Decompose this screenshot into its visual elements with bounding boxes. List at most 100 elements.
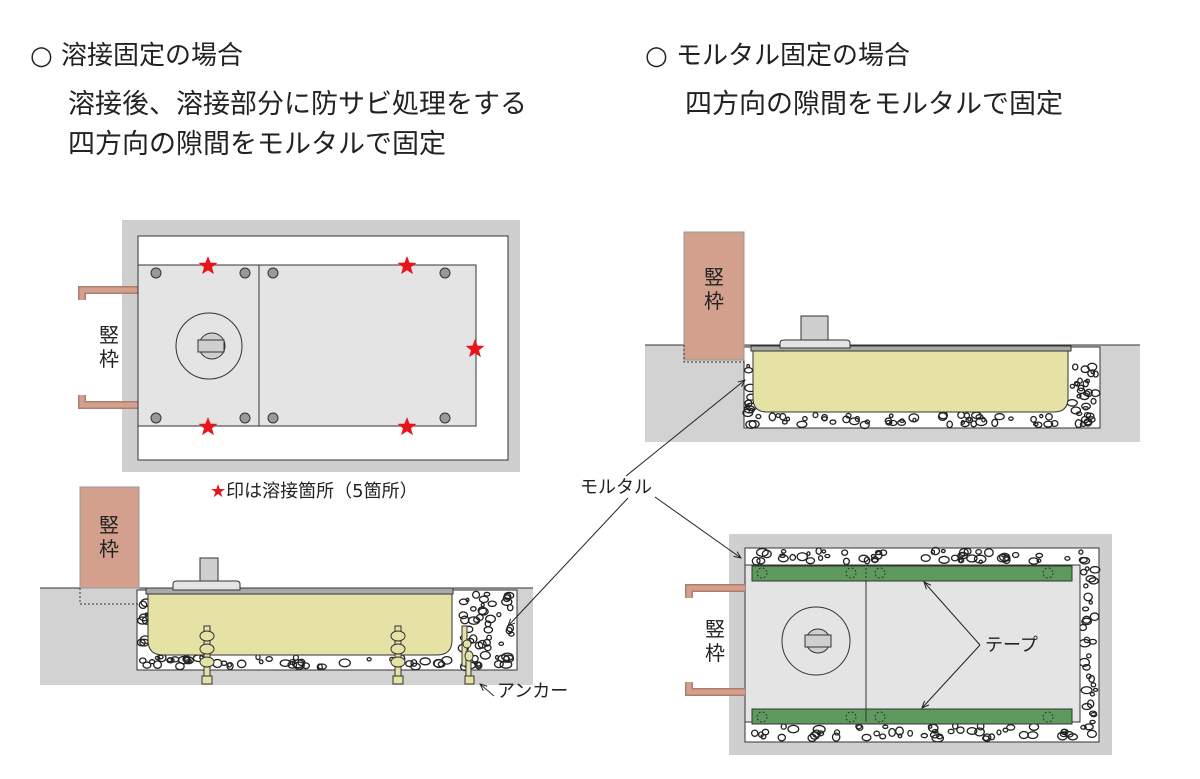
mortar-aggregate (437, 660, 446, 668)
mortar-aggregate (812, 411, 819, 419)
mortar-aggregate (746, 363, 751, 369)
mortar-aggregate (812, 724, 826, 734)
mortar-aggregate (946, 420, 954, 429)
mortar-aggregate (863, 556, 871, 565)
mortar-aggregate (982, 733, 992, 743)
mortar-aggregate (1088, 600, 1093, 605)
mortar-aggregate (1084, 388, 1093, 398)
frame-label-top: 竪 (99, 513, 119, 537)
nut-icon (464, 675, 475, 685)
mortar-aggregate (482, 638, 491, 647)
mortar-aggregate (755, 413, 762, 420)
mortar-aggregate (1045, 412, 1053, 421)
mortar-aggregate (487, 600, 497, 608)
tape-hole-icon (1042, 567, 1054, 579)
mortar-aggregate (874, 549, 883, 556)
mortar-heading: ○ モルタル固定の場合 (645, 41, 910, 71)
welding-section-view: 竪 枠 アンカー (40, 486, 568, 702)
weld-star-icon (397, 256, 417, 275)
mortar-aggregate (975, 414, 984, 420)
mortar-aggregate (1077, 384, 1085, 392)
mortar-aggregate (755, 547, 769, 557)
mortar-aggregate (1082, 379, 1089, 388)
mortar-aggregate (1079, 568, 1088, 576)
mortar-aggregate (1039, 413, 1044, 419)
mortar-aggregate (483, 626, 494, 634)
mortar-aggregate (871, 557, 879, 564)
mortar-aggregate (1001, 553, 1006, 558)
mortar-aggregate (1083, 636, 1091, 644)
mortar-aggregate (831, 732, 841, 742)
mortar-aggregate (912, 417, 917, 423)
mortar-aggregate (1043, 420, 1054, 428)
mortar-aggregate (474, 641, 484, 650)
mortar-aggregate (1086, 699, 1095, 709)
mortar-aggregate (821, 549, 827, 554)
weld-star-icon (465, 339, 485, 358)
mortar-aggregate (1074, 381, 1081, 387)
mortar-aggregate (775, 413, 782, 419)
mortar-aggregate (1085, 653, 1092, 659)
mortar-aggregate (220, 660, 228, 666)
mortar-aggregate (499, 660, 513, 669)
mortar-aggregate (1082, 615, 1092, 624)
weld-caption: ★印は溶接箇所（5箇所） (210, 481, 418, 502)
nut-icon (199, 643, 215, 655)
mortar-aggregate (833, 729, 841, 736)
mortar-aggregate (816, 730, 825, 737)
mortar-aggregate (807, 733, 817, 743)
mortar-aggregate (947, 728, 955, 735)
mortar-aggregate (471, 590, 481, 599)
mortar-aggregate (983, 548, 994, 558)
mortar-aggregate (1081, 606, 1090, 612)
bolt-icon (439, 412, 451, 424)
mortar-aggregate (958, 552, 966, 558)
mortar-aggregate (503, 654, 515, 663)
mortar-aggregate (1089, 691, 1096, 697)
mortar-aggregate (175, 662, 185, 671)
mortar-aggregate (829, 419, 837, 425)
mortar-line1: 四方向の隙間をモルタルで固定 (685, 89, 1063, 120)
mortar-aggregate (950, 554, 959, 562)
mortar-aggregate (1069, 383, 1076, 389)
mortar-aggregate (963, 547, 972, 556)
mortar-aggregate (854, 415, 860, 422)
mortar-aggregate (761, 728, 770, 736)
mortar-aggregate (1082, 405, 1089, 411)
mortar-aggregate (1083, 583, 1089, 589)
mortar-aggregate (1035, 552, 1044, 559)
mortar-aggregate (1018, 730, 1029, 740)
mortar-aggregate (1074, 419, 1083, 429)
mortar-aggregate (879, 733, 887, 740)
mortar-aggregate (888, 413, 894, 419)
mortar-aggregate (1078, 556, 1088, 564)
mortar-aggregate (743, 405, 756, 414)
mortar-aggregate (1071, 363, 1079, 371)
mortar-aggregate (297, 658, 306, 667)
frame-label-bottom: 枠 (99, 347, 119, 371)
mortar-aggregate (777, 554, 789, 563)
mortar-aggregate (504, 592, 512, 601)
bolt-icon (239, 267, 251, 279)
mortar-aggregate (742, 408, 754, 418)
mortar-aggregate (1078, 549, 1084, 555)
tape-hole-icon (874, 567, 886, 579)
mortar-aggregate (907, 729, 914, 737)
mortar-aggregate (966, 726, 978, 735)
mortar-aggregate (1088, 674, 1096, 683)
mortar-aggregate (1085, 575, 1097, 583)
mortar-aggregate (1083, 723, 1094, 731)
mortar-aggregate (966, 554, 978, 563)
frame-label-top: 竪 (704, 265, 724, 289)
mortar-aggregate (806, 551, 811, 557)
mortar-aggregate (958, 558, 963, 563)
mortar-aggregate (1036, 558, 1042, 563)
mortar-aggregate (882, 724, 889, 730)
bolt-icon (267, 412, 279, 424)
mortar-aggregate (477, 606, 488, 616)
frame-label-top: 竪 (705, 617, 725, 641)
mortar-aggregate (940, 548, 946, 554)
mortar-aggregate (1081, 617, 1093, 626)
star-icon: ★ (210, 481, 226, 502)
